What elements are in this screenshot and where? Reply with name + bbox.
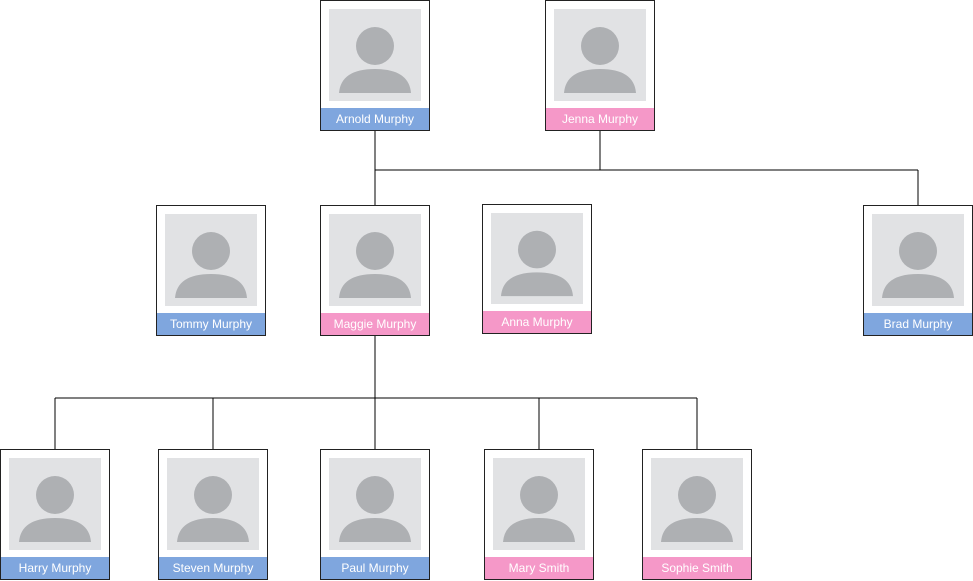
photo-placeholder [651,458,743,550]
person-card-steven[interactable]: Steven Murphy [158,449,268,580]
photo-placeholder [329,214,421,306]
person-card-paul[interactable]: Paul Murphy [320,449,430,580]
photo-placeholder [329,9,421,101]
person-card-arnold[interactable]: Arnold Murphy [320,0,430,131]
person-silhouette-icon [501,230,573,297]
person-card-sophie[interactable]: Sophie Smith [642,449,752,580]
photo-placeholder [9,458,101,550]
person-silhouette-icon [19,476,91,542]
person-name: Jenna Murphy [546,108,654,130]
person-name: Anna Murphy [483,311,591,333]
person-name: Arnold Murphy [321,108,429,130]
person-card-mary[interactable]: Mary Smith [484,449,594,580]
photo-placeholder [872,214,964,306]
photo-placeholder [165,214,257,306]
person-name: Mary Smith [485,557,593,579]
person-silhouette-icon [339,476,411,542]
person-name: Harry Murphy [1,557,109,579]
person-silhouette-icon [503,476,575,542]
person-name: Sophie Smith [643,557,751,579]
person-silhouette-icon [177,476,249,542]
photo-placeholder [554,9,646,101]
person-card-maggie[interactable]: Maggie Murphy [320,205,430,336]
person-silhouette-icon [175,232,247,298]
person-card-jenna[interactable]: Jenna Murphy [545,0,655,131]
person-card-anna[interactable]: Anna Murphy [482,204,592,334]
person-card-tommy[interactable]: Tommy Murphy [156,205,266,336]
photo-placeholder [493,458,585,550]
photo-placeholder [329,458,421,550]
person-name: Steven Murphy [159,557,267,579]
person-name: Brad Murphy [864,313,972,335]
photo-placeholder [491,213,583,304]
person-card-harry[interactable]: Harry Murphy [0,449,110,580]
person-silhouette-icon [661,476,733,542]
photo-placeholder [167,458,259,550]
person-name: Tommy Murphy [157,313,265,335]
person-card-brad[interactable]: Brad Murphy [863,205,973,336]
person-silhouette-icon [339,27,411,93]
person-name: Maggie Murphy [321,313,429,335]
person-silhouette-icon [339,232,411,298]
person-silhouette-icon [882,232,954,298]
person-name: Paul Murphy [321,557,429,579]
person-silhouette-icon [564,27,636,93]
